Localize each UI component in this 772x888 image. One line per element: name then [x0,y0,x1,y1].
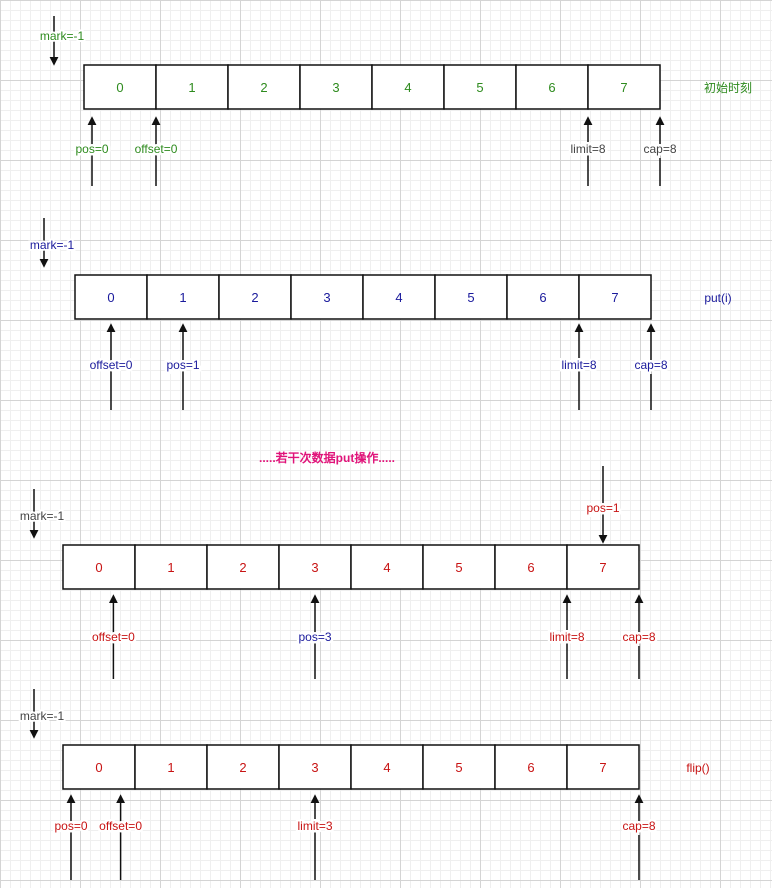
buffer-cell [434,274,508,320]
pointer-label: pos=0 [75,142,108,156]
cell-index-label: 6 [527,560,534,575]
cell-index-label: 7 [611,290,618,305]
buffer-cell [422,544,496,590]
cell-index-label: 3 [323,290,330,305]
buffer-cell [227,64,301,110]
buffer-cell [134,744,208,790]
pointer-label: cap=8 [634,358,667,372]
buffer-cell [362,274,436,320]
buffer-cell [62,744,136,790]
buffer-cell [155,64,229,110]
cell-index-label: 0 [95,560,102,575]
cell-index-label: 6 [539,290,546,305]
cell-index-label: 5 [467,290,474,305]
cell-index-label: 0 [95,760,102,775]
buffer-cell [206,744,280,790]
cell-index-label: 1 [188,80,195,95]
buffer-cell [278,544,352,590]
pointer-label: limit=8 [561,358,596,372]
cell-index-label: 0 [107,290,114,305]
panel-after-puts: mark=-1 0 1 2 3 4 5 6 7 pos=1 offset=0 pos=3 limit=8… [18,466,658,679]
cell-index-label: 2 [260,80,267,95]
pointer-label: offset=0 [99,819,142,833]
cell-index-label: 3 [311,560,318,575]
buffer-cell [566,744,640,790]
cell-index-label: 3 [332,80,339,95]
stage-label: flip() [686,761,709,775]
cell-index-label: 3 [311,760,318,775]
buffer-cell [290,274,364,320]
buffer-cell [587,64,661,110]
cell-index-label: 1 [167,760,174,775]
buffer-cell [566,544,640,590]
buffer-cell [206,544,280,590]
mark-label: mark=-1 [30,238,75,252]
cell-index-label: 1 [167,560,174,575]
buffer-cell [350,544,424,590]
pointer-label: offset=0 [135,142,178,156]
mark-label: mark=-1 [20,509,65,523]
buffer-cell [218,274,292,320]
cell-index-label: 5 [476,80,483,95]
cell-index-label: 5 [455,760,462,775]
buffer-cell [134,544,208,590]
panel-flip: mark=-1 0 1 2 3 4 5 6 7 flip() pos=0 offset=0 limit=… [18,689,710,880]
cell-index-label: 4 [404,80,411,95]
cell-index-label: 2 [239,760,246,775]
pointer-label: pos=0 [54,819,87,833]
panel-initial: mark=-1 0 1 2 3 4 5 6 7 初始时刻 pos=0 offset=0 limit=8 c… [38,16,752,186]
buffer-cell [578,274,652,320]
pointer-label: pos=3 [298,630,331,644]
pointer-label: limit=3 [297,819,332,833]
cell-index-label: 7 [599,760,606,775]
mark-label: mark=-1 [20,709,65,723]
buffer-cell [494,544,568,590]
buffer-cell [62,544,136,590]
note-text: .....若干次数据put操作..... [259,450,395,465]
cell-index-label: 4 [383,560,390,575]
stage-label: 初始时刻 [704,81,752,95]
cell-index-label: 4 [395,290,402,305]
cell-index-label: 7 [620,80,627,95]
pointer-label: cap=8 [622,819,655,833]
pointer-label: limit=8 [549,630,584,644]
cell-index-label: 2 [251,290,258,305]
cell-index-label: 7 [599,560,606,575]
buffer-cell [146,274,220,320]
cell-index-label: 0 [116,80,123,95]
pointer-label: offset=0 [92,630,135,644]
cell-index-label: 4 [383,760,390,775]
buffer-cell [74,274,148,320]
cell-index-label: 2 [239,560,246,575]
pointer-label: cap=8 [643,142,676,156]
pointer-label: pos=1 [586,501,619,515]
pointer-label: offset=0 [90,358,133,372]
pointer-label: cap=8 [622,630,655,644]
cell-index-label: 6 [548,80,555,95]
mark-label: mark=-1 [40,29,85,43]
pointer-label: limit=8 [570,142,605,156]
pointer-label: pos=1 [166,358,199,372]
panel-put: mark=-1 0 1 2 3 4 5 6 7 put(i) offset=0 pos=1 limit=… [28,218,732,410]
cell-index-label: 1 [179,290,186,305]
cell-index-label: 5 [455,560,462,575]
cell-index-label: 6 [527,760,534,775]
stage-label: put(i) [704,291,731,305]
